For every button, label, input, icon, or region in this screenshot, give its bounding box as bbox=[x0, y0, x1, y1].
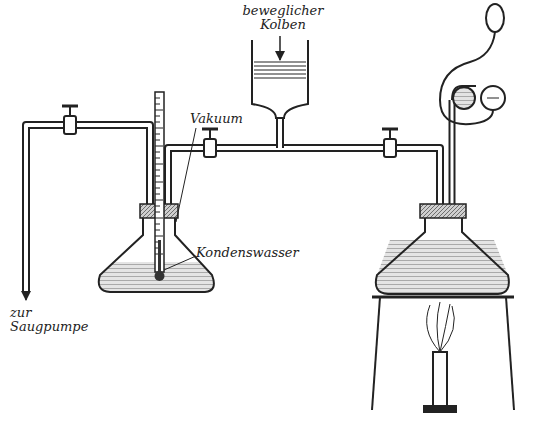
part-label: zur Saugpumpe bbox=[10, 306, 80, 334]
valve-symbol bbox=[62, 106, 398, 157]
part-label: Vakuum bbox=[190, 112, 280, 126]
leader-line bbox=[164, 128, 196, 270]
safety-tube bbox=[440, 4, 505, 124]
part-label: Kondenswasser bbox=[196, 246, 326, 260]
flow-arrow bbox=[25, 292, 27, 300]
leader-arrow bbox=[279, 36, 281, 60]
boiling-flask bbox=[376, 204, 509, 294]
thermometer bbox=[155, 92, 165, 281]
part-label: beweglicher Kolben bbox=[240, 4, 326, 32]
tripod-burner bbox=[372, 297, 514, 412]
